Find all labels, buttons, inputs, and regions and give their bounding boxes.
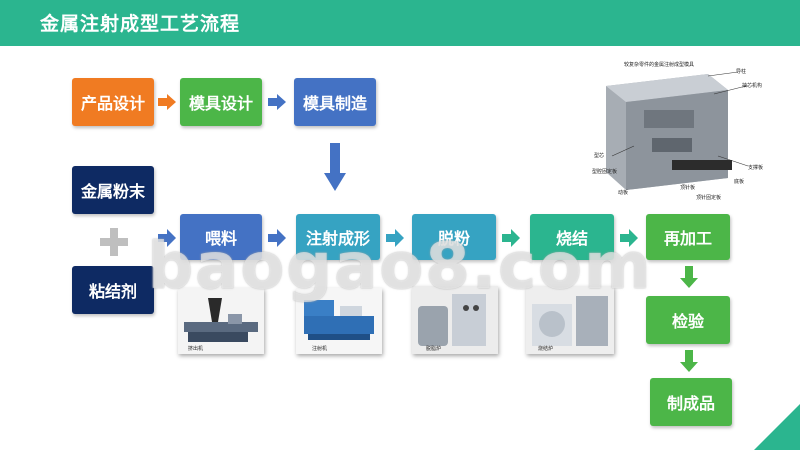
corner-decoration <box>754 404 800 450</box>
sinter-furnace-photo: 烧结炉 <box>526 286 614 354</box>
arrow-right-icon <box>502 229 520 247</box>
step-mold-making: 模具制造 <box>294 78 376 126</box>
mold-label: 底板 <box>734 179 745 185</box>
injection-machine-photo: 注射机 <box>296 288 382 354</box>
mold-label: 抽芯机构 <box>742 83 763 89</box>
step-feeding: 喂料 <box>180 214 262 260</box>
arrow-right-icon <box>268 229 286 247</box>
step-sintering: 烧结 <box>530 214 614 260</box>
mold-label: 导柱 <box>736 69 747 75</box>
arrow-right-icon <box>386 229 404 247</box>
extruder-caption: 挤出机 <box>188 346 204 352</box>
debind-furnace-photo: 脱脂炉 <box>412 286 498 354</box>
sinter-caption: 烧结炉 <box>538 346 554 352</box>
arrow-right-icon <box>158 94 176 110</box>
injection-machine-image <box>296 288 382 354</box>
debind-caption: 脱脂炉 <box>426 346 442 352</box>
page-title: 金属注射成型工艺流程 <box>40 13 241 35</box>
debind-furnace-image <box>412 286 498 354</box>
arrow-down-icon <box>680 350 698 372</box>
mold-label: 顶针板 <box>680 185 696 191</box>
step-debinding: 脱粉 <box>412 214 496 260</box>
arrow-right-icon <box>268 94 286 110</box>
mold-label: 动板 <box>618 190 629 196</box>
step-inspection: 检验 <box>646 296 730 344</box>
mold-diagram-image <box>588 60 780 200</box>
step-product-design: 产品设计 <box>72 78 154 126</box>
step-injection: 注射成形 <box>296 214 380 260</box>
mold-label: 顶针固定板 <box>696 195 722 201</box>
mold-label: 型腔固定板 <box>592 169 618 175</box>
step-mold-design: 模具设计 <box>180 78 262 126</box>
mold-label: 型芯 <box>594 153 605 159</box>
header-bar: 金属注射成型工艺流程 <box>0 0 800 46</box>
extruder-image <box>178 288 264 354</box>
mold-title: 较复杂零件的金属注射成型模具 <box>624 62 695 68</box>
arrow-right-icon <box>158 229 176 247</box>
plus-icon <box>100 228 128 256</box>
mold-label: 支撑板 <box>748 165 764 171</box>
arrow-down-icon <box>324 143 346 191</box>
input-binder: 粘结剂 <box>72 266 154 314</box>
step-reprocessing: 再加工 <box>646 214 730 260</box>
arrow-down-icon <box>680 266 698 288</box>
arrow-right-icon <box>620 229 638 247</box>
input-metal-powder: 金属粉末 <box>72 166 154 214</box>
step-product: 制成品 <box>650 378 732 426</box>
sinter-furnace-image <box>526 286 614 354</box>
injection-caption: 注射机 <box>312 346 328 352</box>
extruder-photo: 挤出机 <box>178 288 264 354</box>
mold-diagram: 较复杂零件的金属注射成型模具 导柱 抽芯机构 型芯 型腔固定板 动板 顶针板 底… <box>588 60 780 201</box>
